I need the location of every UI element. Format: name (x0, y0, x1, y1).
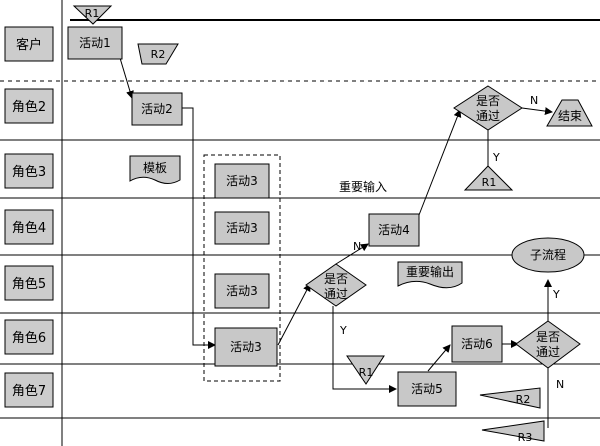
decision1-yes-label: Y (339, 324, 347, 337)
activity4-box[interactable] (368, 213, 420, 247)
lane-label-box (4, 319, 54, 355)
subprocess-ellipse[interactable] (511, 237, 585, 273)
lane-label-role7: 角色7 (12, 383, 46, 399)
edge-labels: N Y N Y Y N (339, 94, 564, 391)
r3-bottom-triangle[interactable] (481, 420, 545, 442)
flow-activity3-to-decision1 (277, 283, 311, 346)
decision1-no-label: N (353, 240, 361, 253)
lane-label-box (4, 265, 54, 301)
r1-top-label: R1 (85, 7, 100, 20)
r1-role3-label: R1 (482, 176, 497, 189)
activity-nodes: 活动1 活动2 活动3 活动3 活动3 活动3 活动4 活动5 活动6 (67, 26, 503, 407)
lane-label-box (4, 88, 54, 124)
decision2-diamond[interactable] (453, 85, 523, 131)
lane-label-role4: 角色4 (12, 220, 46, 236)
decision2-label-line1: 是否 (476, 94, 500, 108)
r2-bottom-label: R2 (516, 393, 531, 406)
r1-role3-triangle[interactable] (463, 165, 514, 191)
r1-role7-triangle[interactable] (346, 355, 385, 385)
lane-labels: 客户 角色2 角色3 角色4 角色5 角色6 角色7 (4, 26, 54, 408)
template-document[interactable] (129, 155, 181, 184)
r2-top-label: R2 (151, 48, 166, 61)
decision3-label-line2: 通过 (536, 345, 560, 359)
decision3-yes-label: Y (552, 288, 560, 301)
r1-top-triangle[interactable] (72, 5, 113, 25)
r2-bottom-triangle[interactable] (479, 387, 541, 409)
lane-label-box (4, 209, 54, 245)
activity3-label: 活动3 (226, 221, 258, 235)
decision3-no-label: N (556, 378, 564, 391)
terminal-nodes: 结束 子流程 模板 重要输出 重要输入 (129, 99, 593, 289)
flow-activity2-to-activity3 (182, 107, 216, 349)
flow-decision1-no-to-activity4 (335, 243, 369, 265)
end-label: 结束 (558, 109, 582, 123)
activity3-box[interactable] (214, 327, 278, 367)
decision2-yes-label: Y (492, 151, 500, 164)
key-output-document[interactable] (397, 261, 463, 289)
activity3-box[interactable] (214, 211, 270, 245)
activity3-label: 活动3 (226, 174, 258, 188)
decision1-label-line1: 是否 (324, 272, 348, 286)
activity1-label: 活动1 (79, 36, 111, 50)
lane-label-role2: 角色2 (12, 99, 46, 115)
key-output-label: 重要输出 (406, 264, 454, 279)
decision-nodes: 是否 通过 是否 通过 是否 通过 (305, 85, 581, 369)
lane-label-box (4, 153, 54, 189)
activity3-group-box (203, 154, 281, 382)
lane-label-customer: 客户 (16, 37, 42, 53)
lane-label-role3: 角色3 (12, 164, 46, 180)
decision1-label-line2: 通过 (324, 287, 348, 301)
activity3-box[interactable] (214, 273, 270, 309)
activity6-label: 活动6 (461, 337, 493, 351)
lane-label-box (4, 26, 54, 62)
decision2-label-line2: 通过 (476, 109, 500, 123)
key-input-label: 重要输入 (339, 179, 387, 194)
lane-label-role6: 角色6 (12, 330, 46, 346)
activity2-label: 活动2 (141, 102, 173, 116)
flow-activity5-to-activity6 (427, 344, 451, 372)
activity1-box[interactable] (67, 26, 123, 60)
activity3-label: 活动3 (230, 340, 262, 354)
activity5-box[interactable] (397, 371, 457, 407)
activity3-box[interactable] (214, 163, 270, 199)
end-terminator[interactable] (546, 99, 593, 127)
flow-activity1-to-activity2 (119, 57, 134, 99)
flow-decision1-yes-to-activity5 (332, 306, 397, 393)
template-document-label: 模板 (143, 161, 167, 175)
activity3-label: 活动3 (226, 284, 258, 298)
flow-decision2-no-to-end (521, 107, 553, 116)
lane-label-role5: 角色5 (12, 276, 46, 292)
r3-bottom-label: R3 (518, 431, 533, 444)
activity6-box[interactable] (451, 325, 503, 363)
reference-flags: R1 R2 R1 R1 R2 R3 (72, 5, 545, 444)
decision1-diamond[interactable] (305, 263, 367, 307)
activity5-label: 活动5 (411, 382, 443, 396)
activity4-label: 活动4 (378, 223, 410, 237)
decision3-label-line1: 是否 (536, 330, 560, 344)
lane-label-box (4, 372, 54, 408)
r1-role7-label: R1 (359, 366, 374, 379)
flow-activity4-to-decision2 (418, 109, 462, 216)
r2-top-flag[interactable] (137, 43, 179, 65)
activity2-box[interactable] (131, 92, 183, 126)
subprocess-label: 子流程 (530, 247, 566, 262)
decision2-no-label: N (530, 94, 538, 107)
decision3-diamond[interactable] (515, 320, 581, 369)
